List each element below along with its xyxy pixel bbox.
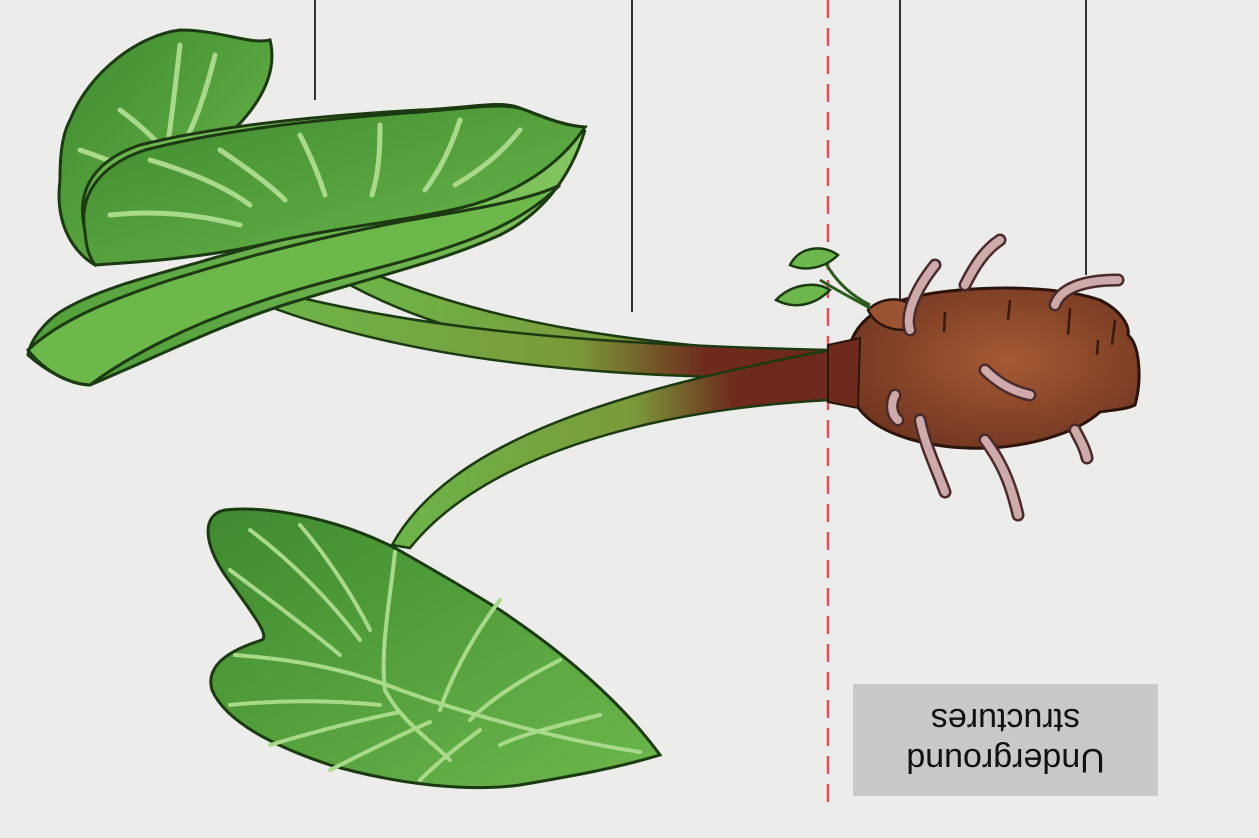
sprout <box>776 248 870 308</box>
label-text: Underground structures <box>906 700 1104 780</box>
underground-structures-label: Underground structures <box>853 684 1158 796</box>
petiole-lower <box>392 350 830 548</box>
corm-neck <box>828 338 860 408</box>
